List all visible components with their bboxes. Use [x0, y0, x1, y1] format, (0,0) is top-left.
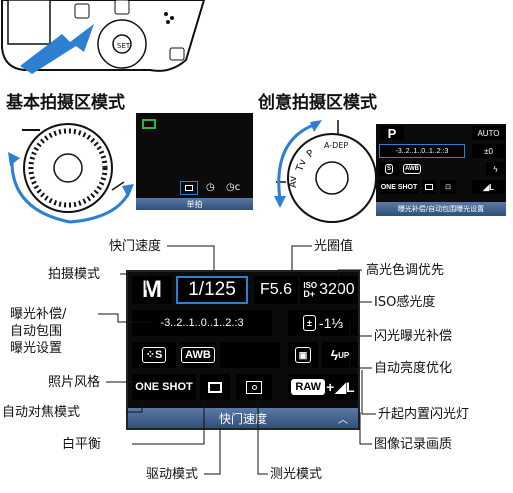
self-timer-continuous-icon[interactable]: ◷c [226, 182, 241, 193]
basic-zone-screen: ◷ ◷c 单拍 [136, 113, 253, 210]
flash-up-text: UP [338, 350, 350, 360]
creative-zone-title: 创意拍摄区模式 [258, 93, 377, 113]
status-bar-text: 快门速度 [218, 411, 267, 426]
flash-comp-number: -1⅓ [318, 315, 344, 331]
label-highlight-priority: 高光色调优先 [366, 263, 445, 278]
af-mode-value[interactable]: ONE SHOT [132, 374, 196, 400]
basic-mode-dial [0, 118, 135, 228]
creative-iso[interactable]: AUTO [472, 126, 505, 140]
creative-mode-dial: P Tv Av A-DEP [266, 118, 377, 228]
camera-back-illustration: SET [0, 0, 215, 80]
plus-sign: + [326, 379, 335, 395]
creative-exposure-scale[interactable]: -3..2..1..0..1..2.:3 [379, 144, 465, 158]
self-timer-icon[interactable]: ◷ [206, 182, 215, 193]
awb-icon: AWB [181, 347, 215, 363]
label-image-quality: 图像记录画质 [374, 437, 453, 452]
large-quality-icon: ◢L [335, 378, 355, 395]
label-auto-lighting: 自动亮度优化 [374, 361, 453, 376]
auto-lighting-optimizer-value[interactable]: ▣ [288, 342, 318, 368]
iso-prefix: ISO [303, 281, 318, 290]
label-white-balance: 白平衡 [62, 437, 102, 452]
picture-style-icon: ⁘S [141, 347, 167, 363]
label-exposure-comp-2: 自动包围 [10, 324, 63, 339]
svg-text:A-DEP: A-DEP [324, 141, 348, 150]
creative-wb[interactable]: AWB [402, 162, 422, 176]
main-status-bar: 快门速度 ︿ [128, 408, 358, 428]
label-exposure-comp-3: 曝光设置 [10, 341, 63, 356]
label-metering-mode: 测光模式 [270, 467, 323, 482]
creative-drive[interactable] [422, 180, 436, 194]
svg-text:Av: Av [288, 176, 299, 188]
svg-text:Tv: Tv [294, 158, 309, 174]
picture-style-value[interactable]: ⁘S [132, 342, 176, 368]
image-quality-value[interactable]: RAW + ◢L [288, 374, 358, 400]
aperture-value[interactable]: F5.6 [254, 276, 298, 304]
raw-icon: RAW [291, 379, 326, 395]
label-aperture: 光圈值 [314, 239, 354, 254]
creative-metering[interactable]: ⊡ [440, 180, 456, 194]
collapse-chevron-icon[interactable]: ︿ [338, 414, 348, 426]
label-flash-exposure-comp: 闪光曝光补偿 [374, 329, 453, 344]
iso-number: 3200 [319, 281, 355, 298]
drive-single-icon[interactable] [180, 181, 198, 195]
flash-bolt-icon: ϟ [330, 347, 339, 363]
empty-slot [220, 342, 280, 368]
creative-af-mode[interactable]: ONE SHOT [379, 180, 419, 194]
camera-body-icon: SET [0, 0, 206, 74]
evaluative-metering-icon [246, 380, 262, 394]
label-exposure-comp-1: 曝光补偿/ [10, 307, 67, 322]
label-shooting-mode: 拍摄模式 [48, 267, 101, 282]
label-flash-popup: 升起内置闪光灯 [378, 407, 470, 422]
single-shot-icon [208, 381, 222, 393]
creative-status-bar: 曝光补偿/自动包围曝光设置 [376, 202, 506, 216]
svg-text:P: P [305, 148, 317, 160]
label-picture-style: 照片风格 [48, 375, 101, 390]
label-shutter-speed: 快门速度 [109, 239, 162, 254]
shutter-speed-value[interactable]: 1/125 [176, 276, 248, 304]
auto-lighting-icon: ▣ [294, 347, 312, 363]
creative-iso-value: AUTO [477, 128, 500, 138]
highlight-priority-indicator: D+ [303, 289, 316, 299]
shooting-mode-value[interactable]: M [132, 276, 172, 304]
label-iso-speed: ISO感光度 [374, 295, 436, 310]
label-drive-mode: 驱动模式 [146, 467, 199, 482]
mode-dial-icon: P Tv Av A-DEP [274, 120, 377, 223]
flash-comp-icon: ± [302, 315, 316, 331]
creative-mode[interactable]: P [380, 126, 404, 140]
basic-status-bar: 单拍 [136, 198, 253, 210]
creative-quality[interactable]: ◢L [472, 180, 505, 194]
main-quick-control-screen: M 1/125 F5.6 ISO D+ 3200 -3..2..1..0..1.… [126, 270, 360, 430]
exposure-comp-scale[interactable]: -3..2..1..0..1..2.:3 [132, 310, 272, 336]
mode-indicator [142, 119, 156, 129]
creative-flash-up[interactable]: ϟ [486, 162, 505, 176]
flash-exposure-comp-value[interactable]: ± -1⅓ [288, 310, 358, 336]
svg-text:SET: SET [117, 42, 131, 50]
mode-dial-icon [8, 123, 134, 224]
creative-zone-screen: P AUTO -3..2..1..0..1..2.:3 ±0 S AWB ϟ O… [376, 124, 506, 216]
basic-zone-title: 基本拍摄区模式 [6, 93, 125, 113]
drive-mode-value[interactable] [200, 374, 230, 400]
iso-value[interactable]: ISO D+ 3200 [300, 276, 358, 304]
white-balance-value[interactable]: AWB [180, 342, 216, 368]
creative-flash-comp[interactable]: ±0 [472, 144, 505, 158]
creative-picture-style[interactable]: S [379, 162, 399, 176]
label-af-mode: 自动对焦模式 [2, 405, 81, 420]
metering-mode-value[interactable] [236, 374, 272, 400]
